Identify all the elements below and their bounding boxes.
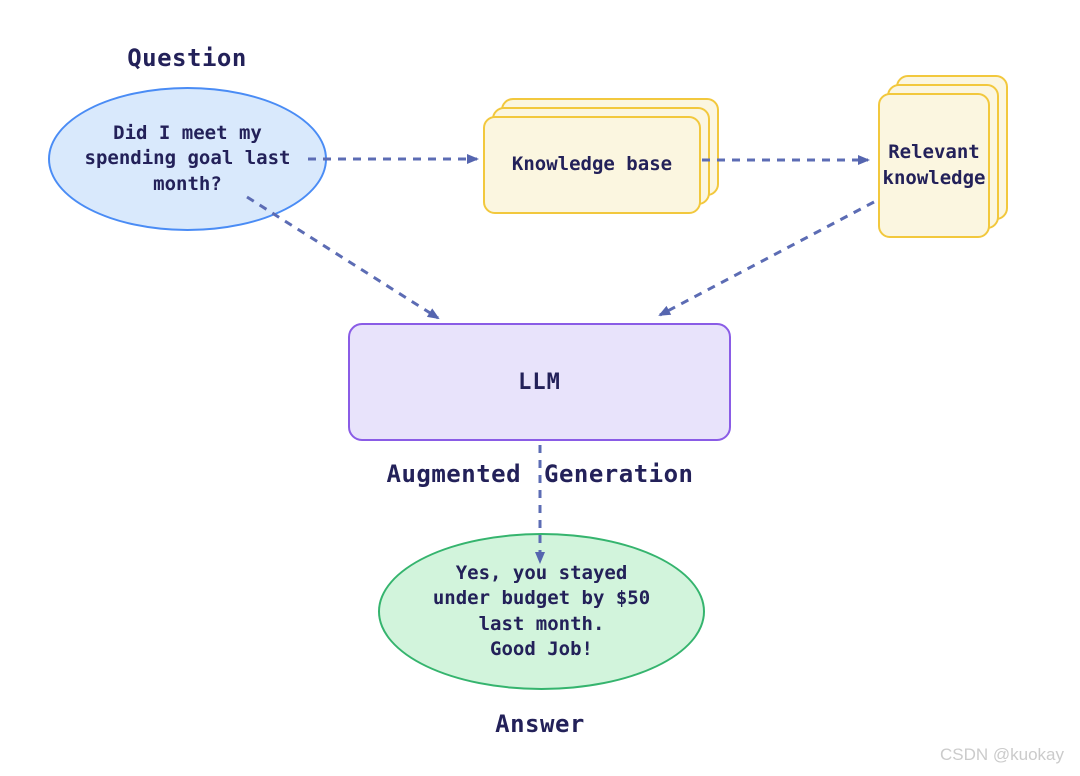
answer-label: Answer <box>495 710 585 738</box>
question-bubble: Did I meet my spending goal last month? <box>48 87 327 231</box>
arrow-question-to-llm <box>246 195 440 320</box>
answer-bubble-text: Yes, you stayed under budget by $50 last… <box>432 562 651 660</box>
knowledge-base-label: Knowledge base <box>511 153 673 176</box>
relevant-knowledge-card: Relevant knowledge <box>878 93 990 238</box>
watermark-text: CSDN @kuokay <box>939 745 1064 764</box>
question-label: Question <box>127 44 247 72</box>
question-bubble-text: Did I meet my spending goal last month? <box>84 122 291 195</box>
knowledge-base-card: Knowledge base <box>483 116 701 214</box>
llm-box: LLM <box>348 323 731 441</box>
answer-bubble: Yes, you stayed under budget by $50 last… <box>378 533 705 690</box>
llm-label: LLM <box>518 369 561 395</box>
augmented-generation-label: Augmented Generation <box>386 460 694 488</box>
relevant-knowledge-label: Relevant knowledge <box>882 140 986 189</box>
arrow-relevant-knowledge-to-llm <box>658 200 875 317</box>
